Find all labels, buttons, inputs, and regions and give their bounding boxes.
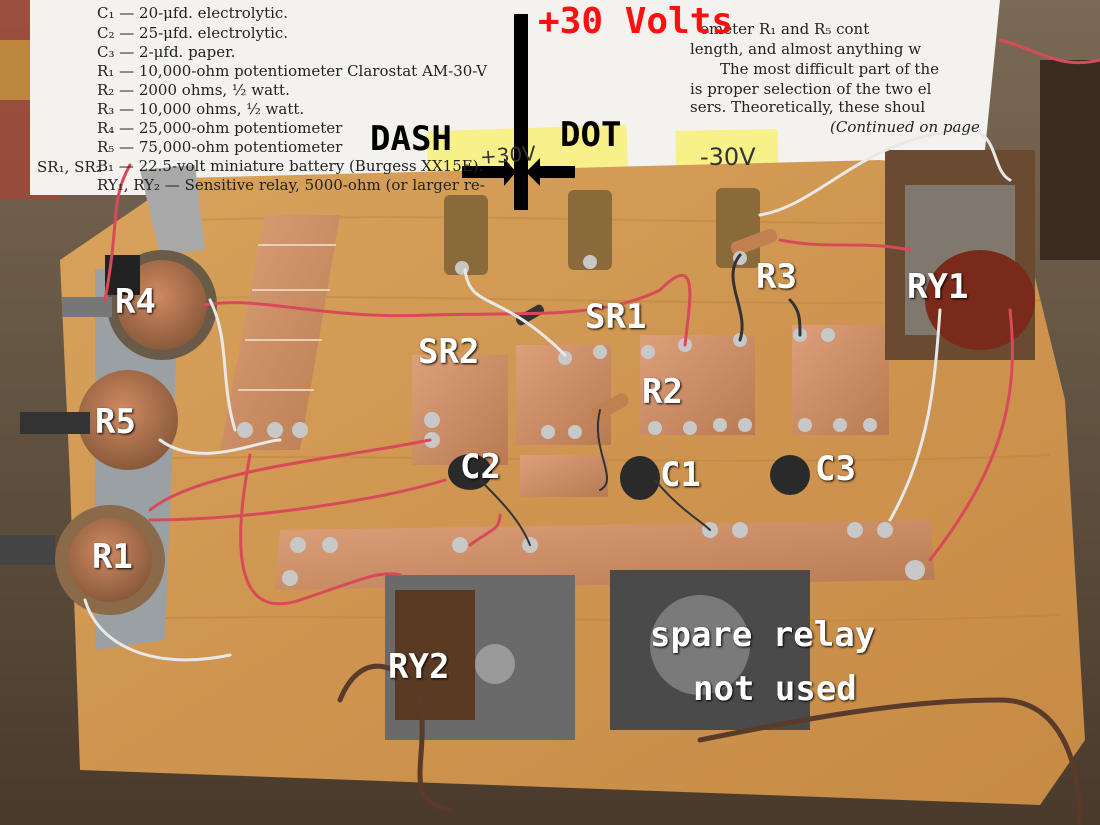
label-r5: R5 (95, 402, 136, 442)
label-r4: R4 (115, 282, 156, 322)
doc-right-line: is proper selection of the two el (690, 80, 932, 98)
label-not-used: not used (693, 669, 857, 709)
label-c2: C2 (460, 447, 501, 487)
sticky-note-right-text: -30V (700, 143, 756, 171)
label-plus-30-volts: +30 Volts (538, 1, 734, 42)
label-spare-relay: spare relay (650, 615, 876, 655)
label-sr1: SR1 (585, 297, 647, 337)
doc-line: C₂ — 25-μfd. electrolytic. (97, 24, 289, 42)
dash-arrow (462, 158, 516, 186)
doc-line: B₁ — 22.5-volt miniature battery (Burges… (97, 157, 484, 175)
doc-line: R₂ — 2000 ohms, ½ watt. (97, 81, 290, 99)
label-sr2: SR2 (418, 332, 480, 372)
label-dash: DASH (370, 119, 452, 159)
doc-right-line: length, and almost anything w (690, 40, 922, 58)
doc-line: RY₁, RY₂ — Sensitive relay, 5000-ohm (or… (97, 176, 485, 194)
label-c1: C1 (660, 455, 701, 495)
sticky-note-left-text: +30V (479, 141, 537, 169)
doc-line: C₃ — 2-μfd. paper. (97, 43, 236, 61)
doc-line: R₄ — 25,000-ohm potentiometer (97, 119, 343, 137)
doc-line: R₃ — 10,000 ohms, ½ watt. (97, 100, 305, 118)
label-dot: DOT (560, 115, 622, 155)
label-r3: R3 (756, 257, 797, 297)
doc-right-line: (Continued on page (830, 118, 980, 136)
doc-line: C₁ — 20-μfd. electrolytic. (97, 4, 289, 22)
label-ry1: RY1 (907, 267, 969, 307)
label-c3: C3 (815, 449, 856, 489)
label-ry2: RY2 (388, 647, 450, 687)
label-r2: R2 (642, 372, 683, 412)
doc-right-line: sers. Theoretically, these shoul (690, 98, 926, 116)
doc-right-line: The most difficult part of the (720, 60, 939, 78)
dot-arrow (526, 158, 575, 186)
polarity-divider-line (514, 14, 528, 210)
label-r1: R1 (92, 537, 133, 577)
doc-right-line: ometer R₁ and R₅ cont (700, 20, 870, 38)
doc-line: R₁ — 10,000-ohm potentiometer Clarostat … (97, 62, 488, 80)
doc-line: SR₁, SR₂ (37, 158, 102, 176)
doc-line: R₅ — 75,000-ohm potentiometer (97, 138, 343, 156)
